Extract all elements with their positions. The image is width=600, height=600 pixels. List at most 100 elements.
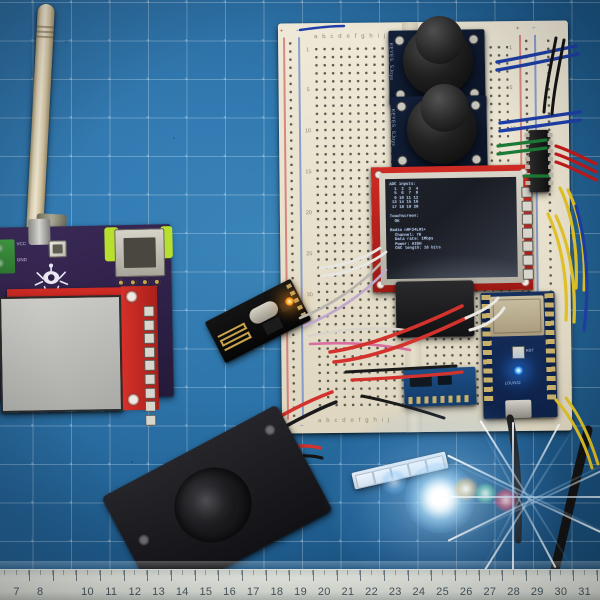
ruler-tick — [52, 570, 54, 581]
ruler-tick — [218, 570, 220, 581]
ruler-tick — [502, 570, 504, 581]
ruler-minor-tick — [394, 570, 396, 575]
ruler-tick — [573, 570, 575, 581]
left-tft-pin-header — [143, 305, 157, 426]
ruler-minor-tick — [158, 570, 160, 575]
ruler-label: 19 — [294, 586, 307, 598]
speaker-mount-hole — [136, 532, 152, 548]
purple-pcb: VCC GND — [0, 218, 174, 400]
ruler-label: 11 — [105, 586, 118, 598]
ruler-tick — [596, 570, 598, 581]
ruler-label: 28 — [507, 586, 521, 598]
ruler-minor-tick — [548, 570, 550, 575]
ruler-label: 20 — [317, 586, 331, 598]
left-tft-header-strip — [120, 285, 160, 426]
ruler-minor-tick — [39, 570, 41, 575]
ruler-minor-tick — [252, 570, 254, 575]
ruler-tick — [431, 570, 433, 581]
esp32-power-led — [514, 366, 523, 375]
microsd-slot — [114, 228, 166, 278]
ruler-label: 27 — [483, 586, 497, 598]
main-tft-bezel: ADC inputs: 1 2 3 4 5 6 7 8 9 10 11 12 1… — [379, 170, 525, 286]
main-tft-screen-text: ADC inputs: 1 2 3 4 5 6 7 8 9 10 11 12 1… — [389, 182, 441, 252]
ruler-minor-tick — [240, 570, 242, 575]
ruler-label: 15 — [199, 586, 213, 598]
ruler-minor-tick — [453, 570, 455, 575]
ruler-tick — [170, 570, 172, 581]
ruler-minor-tick — [406, 570, 408, 575]
ruler-minor-tick — [430, 570, 432, 575]
ruler-label: 29 — [530, 586, 544, 598]
ruler-minor-tick — [335, 570, 337, 575]
ruler-minor-tick — [465, 570, 467, 575]
terminal-label-gnd: GND — [16, 257, 27, 263]
ruler-minor-tick — [371, 570, 373, 575]
joystick-module-2[interactable]: KEYES_SJoys — [390, 83, 488, 171]
ruler-tick — [407, 570, 409, 581]
ruler-minor-tick — [122, 570, 124, 575]
neopixel-led — [48, 240, 67, 258]
mounting-hole — [124, 290, 139, 304]
battery-module — [395, 280, 475, 338]
ruler-minor-tick — [75, 570, 77, 575]
ruler-tick — [28, 570, 30, 581]
ruler-minor-tick — [134, 570, 136, 575]
ruler-minor-tick — [51, 570, 53, 575]
ruler-minor-tick — [193, 570, 195, 575]
ruler-minor-tick — [477, 570, 479, 575]
esp32-dev-board: RST LOLIN32 — [480, 291, 558, 419]
main-tft-screen[interactable]: ADC inputs: 1 2 3 4 5 6 7 8 9 10 11 12 1… — [385, 176, 518, 280]
ruler-minor-tick — [536, 570, 538, 575]
blue-sensor-breakout — [403, 366, 477, 408]
ruler-label: 14 — [175, 586, 189, 598]
ruler-minor-tick — [87, 570, 89, 575]
ruler-minor-tick — [288, 570, 290, 575]
main-tft-pin-header — [521, 186, 534, 280]
ruler-label: 23 — [388, 586, 402, 598]
ruler-minor-tick — [347, 570, 349, 575]
ruler-label: 7 — [13, 586, 20, 598]
left-tft-screen — [0, 294, 124, 414]
ruler-tick — [525, 570, 527, 581]
audio-jack — [28, 218, 51, 246]
ruler-tick — [99, 570, 101, 581]
ruler-band — [0, 561, 600, 570]
micro-usb-port[interactable] — [505, 399, 532, 419]
speaker-mount-hole — [262, 422, 278, 438]
ruler-label: 12 — [128, 586, 142, 598]
breadboard-label-bottom-abcde: a b c d e f g h i j — [317, 417, 391, 425]
ruler-label: 24 — [412, 586, 426, 598]
ruler-minor-tick — [217, 570, 219, 575]
ruler-minor-tick — [418, 570, 420, 575]
ruler-minor-tick — [524, 570, 526, 575]
ruler-minor-tick — [98, 570, 100, 575]
terminal-label-vcc: VCC — [16, 241, 27, 247]
ruler-minor-tick — [63, 570, 65, 575]
ruler-minor-tick — [596, 570, 597, 575]
pcb-trace-antenna — [217, 321, 256, 354]
ruler-tick — [241, 570, 243, 581]
ruler-minor-tick — [181, 570, 183, 575]
dip-ic-chip — [524, 129, 554, 193]
ruler-minor-tick — [229, 570, 231, 575]
ruler-minor-tick — [276, 570, 278, 575]
mounting-hole — [126, 393, 141, 407]
ruler-minor-tick — [489, 570, 491, 575]
ruler-minor-tick — [323, 570, 325, 575]
ruler-tick — [289, 570, 291, 581]
ruler-label: 25 — [436, 586, 450, 598]
ruler-tick — [454, 570, 456, 581]
ruler-tick — [336, 570, 338, 581]
ruler-label: 31 — [578, 586, 592, 598]
ruler-minor-tick — [16, 570, 18, 575]
ruler-tick — [194, 570, 196, 581]
ruler-minor-tick — [584, 570, 586, 575]
radio-status-led — [285, 297, 294, 306]
ruler-tick — [123, 570, 125, 581]
ruler-minor-tick — [513, 570, 515, 575]
ruler-minor-tick — [382, 570, 384, 575]
ruler-minor-tick — [442, 570, 444, 575]
reset-button[interactable] — [511, 345, 526, 360]
main-tft-module: ADC inputs: 1 2 3 4 5 6 7 8 9 10 11 12 1… — [370, 164, 534, 293]
reset-button-label: RST — [525, 347, 534, 353]
